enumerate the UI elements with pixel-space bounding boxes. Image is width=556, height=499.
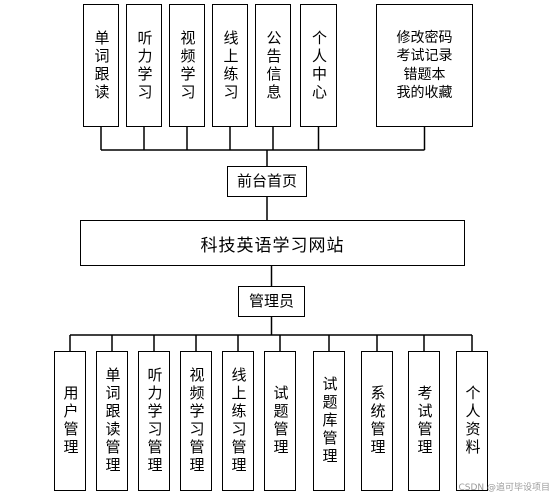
root-website-node: 科技英语学习网站 — [80, 220, 465, 266]
admin-item-online-practice-management: 线上练习管理 — [222, 351, 254, 491]
personal-center-details: 修改密码 考试记录 错题本 我的收藏 — [376, 4, 473, 127]
frontend-item-personal-center: 个人中心 — [300, 4, 337, 127]
detail-change-password: 修改密码 — [396, 30, 453, 47]
admin-item-personal-profile: 个人资料 — [456, 351, 488, 491]
frontend-home-node: 前台首页 — [227, 166, 307, 197]
frontend-item-word-reading: 单词跟读 — [83, 4, 119, 127]
admin-item-user-management: 用户管理 — [54, 351, 86, 491]
frontend-item-video: 视频学习 — [169, 4, 205, 127]
detail-exam-records: 考试记录 — [396, 48, 453, 65]
watermark: CSDN @追可毕设项目 — [458, 483, 550, 493]
admin-item-question-management: 试题管理 — [264, 351, 296, 491]
admin-item-system-management: 系统管理 — [361, 351, 393, 491]
admin-item-exam-management: 考试管理 — [408, 351, 440, 491]
admin-item-word-reading-management: 单词跟读管理 — [96, 351, 128, 491]
admin-node: 管理员 — [238, 286, 305, 317]
admin-item-question-bank-management: 试题库管理 — [313, 351, 345, 491]
detail-favorites: 我的收藏 — [396, 84, 453, 101]
frontend-item-online-practice: 线上练习 — [212, 4, 248, 127]
detail-wrong-questions: 错题本 — [403, 66, 446, 83]
frontend-item-announcements: 公告信息 — [255, 4, 291, 127]
admin-item-listening-management: 听力学习管理 — [138, 351, 170, 491]
frontend-item-listening: 听力学习 — [126, 4, 162, 127]
admin-item-video-management: 视频学习管理 — [180, 351, 212, 491]
